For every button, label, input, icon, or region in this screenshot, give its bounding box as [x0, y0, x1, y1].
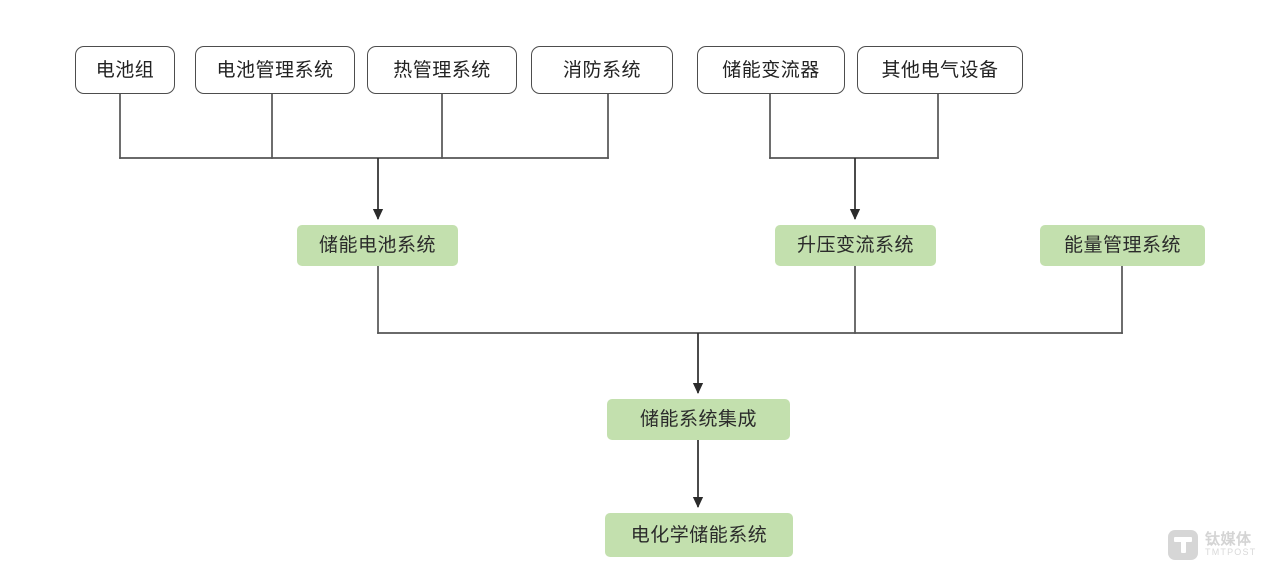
node-battery-system[interactable]: 储能电池系统 [297, 225, 458, 266]
node-other-electrical[interactable]: 其他电气设备 [857, 46, 1023, 94]
node-label: 升压变流系统 [796, 235, 914, 256]
node-battery-pack[interactable]: 电池组 [75, 46, 175, 94]
tmtpost-logo-icon [1168, 530, 1198, 560]
watermark-text: 钛媒体 TMTPOST [1205, 532, 1256, 557]
node-boost-pcs[interactable]: 升压变流系统 [775, 225, 936, 266]
watermark-brand-en: TMTPOST [1205, 547, 1257, 558]
node-label: 其他电气设备 [881, 59, 999, 81]
node-label: 储能系统集成 [639, 409, 757, 430]
node-label: 消防系统 [562, 59, 641, 81]
node-label: 电化学储能系统 [630, 524, 768, 546]
node-bms[interactable]: 电池管理系统 [195, 46, 355, 94]
node-label: 电池组 [95, 59, 155, 81]
node-label: 能量管理系统 [1063, 235, 1181, 256]
watermark: 钛媒体 TMTPOST [1168, 530, 1256, 560]
node-label: 储能变流器 [722, 59, 820, 81]
node-pcs[interactable]: 储能变流器 [697, 46, 845, 94]
node-system-integration[interactable]: 储能系统集成 [607, 399, 790, 440]
node-label: 电池管理系统 [216, 59, 334, 81]
node-thermal-management[interactable]: 热管理系统 [367, 46, 517, 94]
node-electrochemical-storage[interactable]: 电化学储能系统 [605, 513, 793, 557]
node-label: 热管理系统 [393, 59, 491, 81]
node-fire-protection[interactable]: 消防系统 [531, 46, 673, 94]
watermark-brand-cn: 钛媒体 [1205, 531, 1252, 549]
node-ems[interactable]: 能量管理系统 [1040, 225, 1205, 266]
node-label: 储能电池系统 [318, 235, 436, 256]
